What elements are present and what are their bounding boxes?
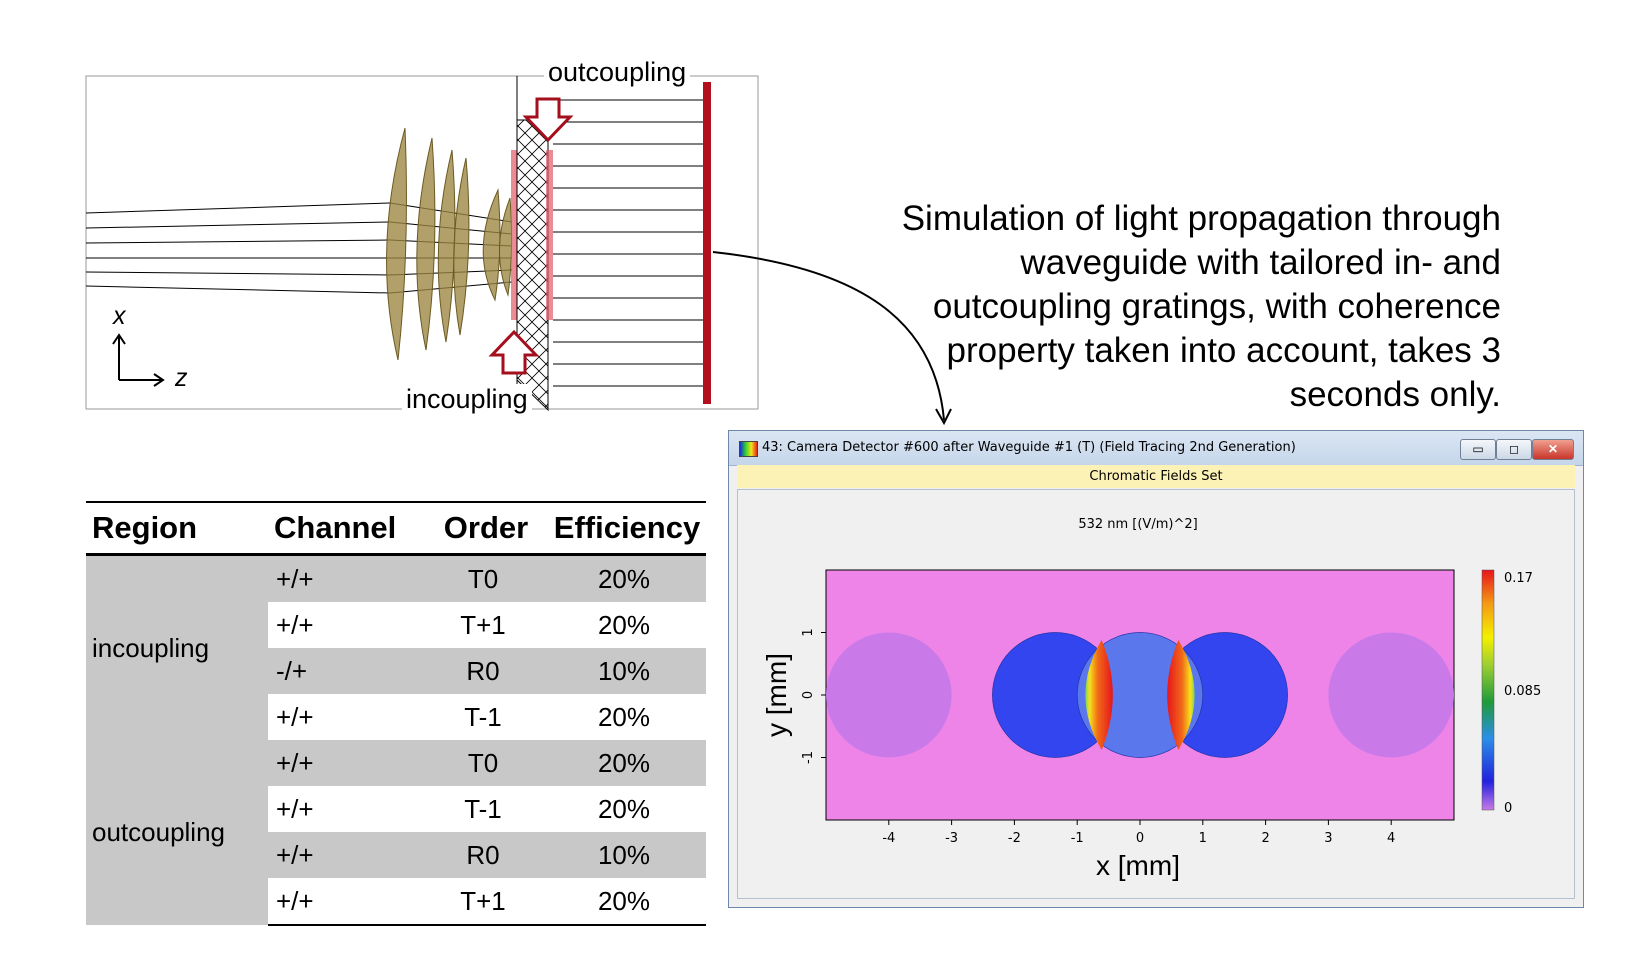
header-channel: Channel — [268, 501, 424, 556]
efficiency-cell: 10% — [542, 648, 706, 694]
order-cell: T+1 — [460, 609, 506, 640]
colorbar-tick-max: 0.17 — [1504, 571, 1533, 586]
header-region: Region — [86, 501, 268, 556]
channel-cell: +/+ — [276, 793, 314, 824]
channel-cell: +/+ — [268, 878, 424, 926]
channel-cell: +/+ — [268, 740, 424, 786]
order-cell: T-1 — [464, 701, 502, 732]
efficiency-cell: 10% — [542, 832, 706, 878]
detector-bar — [703, 82, 711, 404]
header-order: Order — [424, 501, 542, 556]
incoupling-arrow — [488, 329, 540, 375]
channel-cell: +/+ — [276, 609, 314, 640]
x-tick-label: -2 — [1008, 831, 1021, 846]
x-tick-label: 1 — [1199, 831, 1207, 846]
intensity-spot — [1328, 632, 1454, 758]
efficiency-cell: 20% — [597, 701, 651, 732]
x-tick-label: 4 — [1387, 831, 1395, 846]
app-colormap-icon — [739, 441, 758, 457]
efficiency-table: Region Channel Order Efficiency incoupli… — [86, 501, 706, 926]
table-row: incoupling +/+ T0 20% — [86, 554, 706, 740]
x-axis-label: x [mm] — [1096, 850, 1180, 881]
x-tick-label: 3 — [1324, 831, 1332, 846]
intensity-spots — [826, 632, 1454, 758]
table-row: +/+ T+1 20% — [86, 602, 706, 648]
table-header-row: Region Channel Order Efficiency — [86, 501, 706, 556]
label-incoupling: incoupling — [402, 384, 532, 415]
outcoupling-grating — [546, 150, 553, 320]
channel-cell: -/+ — [268, 648, 424, 694]
order-cell: T+1 — [424, 878, 542, 926]
incoupling-grating — [511, 150, 517, 320]
minimize-button[interactable]: ▭ — [1460, 439, 1496, 460]
xz-axes-icon — [112, 333, 165, 387]
window-title: 43: Camera Detector #600 after Waveguide… — [762, 440, 1296, 455]
order-cell: R0 — [424, 648, 542, 694]
overlap-zone-right — [1167, 640, 1195, 750]
x-tick-label: 2 — [1261, 831, 1269, 846]
chromatic-fields-tab[interactable]: Chromatic Fields Set — [737, 465, 1575, 488]
y-tick-label: -1 — [801, 751, 816, 764]
outcoupling-arrow — [522, 97, 574, 143]
order-cell: T0 — [424, 740, 542, 786]
table-row: outcoupling +/+ T0 20% — [86, 740, 706, 925]
channel-cell: +/+ — [276, 701, 314, 732]
efficiency-cell: 20% — [597, 609, 651, 640]
table-row: +/+ T-1 20% — [86, 694, 706, 740]
x-tick-label: -4 — [882, 831, 895, 846]
channel-cell: +/+ — [268, 832, 424, 878]
plot-axes: -4 -3 -2 -1 0 1 2 3 4 1 0 -1 — [801, 628, 1395, 846]
connector-arrow — [712, 251, 945, 421]
x-tick-label: 0 — [1136, 831, 1144, 846]
order-cell: T0 — [424, 554, 542, 602]
channel-cell: +/+ — [268, 554, 424, 602]
table-row: +/+ T-1 20% — [86, 786, 706, 832]
colorbar-tick-min: 0 — [1504, 801, 1512, 816]
x-tick-label: -3 — [945, 831, 958, 846]
efficiency-cell: 20% — [597, 793, 651, 824]
order-cell: R0 — [424, 832, 542, 878]
order-cell: T-1 — [464, 793, 502, 824]
table-row: +/+ T+1 20% — [86, 878, 706, 926]
y-axis-label: y [mm] — [761, 653, 792, 737]
colorbar — [1481, 569, 1495, 811]
y-tick-label: 1 — [801, 628, 816, 636]
y-tick-label: 0 — [801, 691, 816, 699]
efficiency-cell: 20% — [542, 740, 706, 786]
maximize-button[interactable]: ◻ — [1496, 439, 1532, 460]
header-efficiency: Efficiency — [542, 501, 706, 556]
caption-text: Simulation of light propagation through … — [901, 199, 1501, 414]
label-outcoupling: outcoupling — [544, 57, 691, 88]
close-button[interactable]: ✕ — [1532, 439, 1574, 460]
x-tick-label: -1 — [1071, 831, 1084, 846]
window-titlebar[interactable]: 43: Camera Detector #600 after Waveguide… — [729, 431, 1583, 466]
intensity-spot — [826, 632, 952, 758]
table-row: -/+ R0 10% — [86, 648, 706, 694]
overlap-zone-left — [1085, 640, 1113, 750]
camera-detector-window[interactable]: 43: Camera Detector #600 after Waveguide… — [728, 430, 1584, 908]
efficiency-cell: 20% — [542, 554, 706, 602]
table-row: +/+ R0 10% — [86, 832, 706, 878]
efficiency-cell: 20% — [542, 878, 706, 926]
lens-group — [386, 127, 513, 361]
axis-label-x: x — [113, 302, 126, 330]
axis-label-z: z — [175, 364, 188, 392]
colorbar-tick-mid: 0.085 — [1504, 684, 1541, 699]
plot-header: 532 nm [(V/m)^2] — [1078, 517, 1197, 532]
outgoing-rays — [553, 99, 703, 387]
region-cell: incoupling — [86, 554, 268, 740]
region-cell: outcoupling — [86, 740, 268, 925]
